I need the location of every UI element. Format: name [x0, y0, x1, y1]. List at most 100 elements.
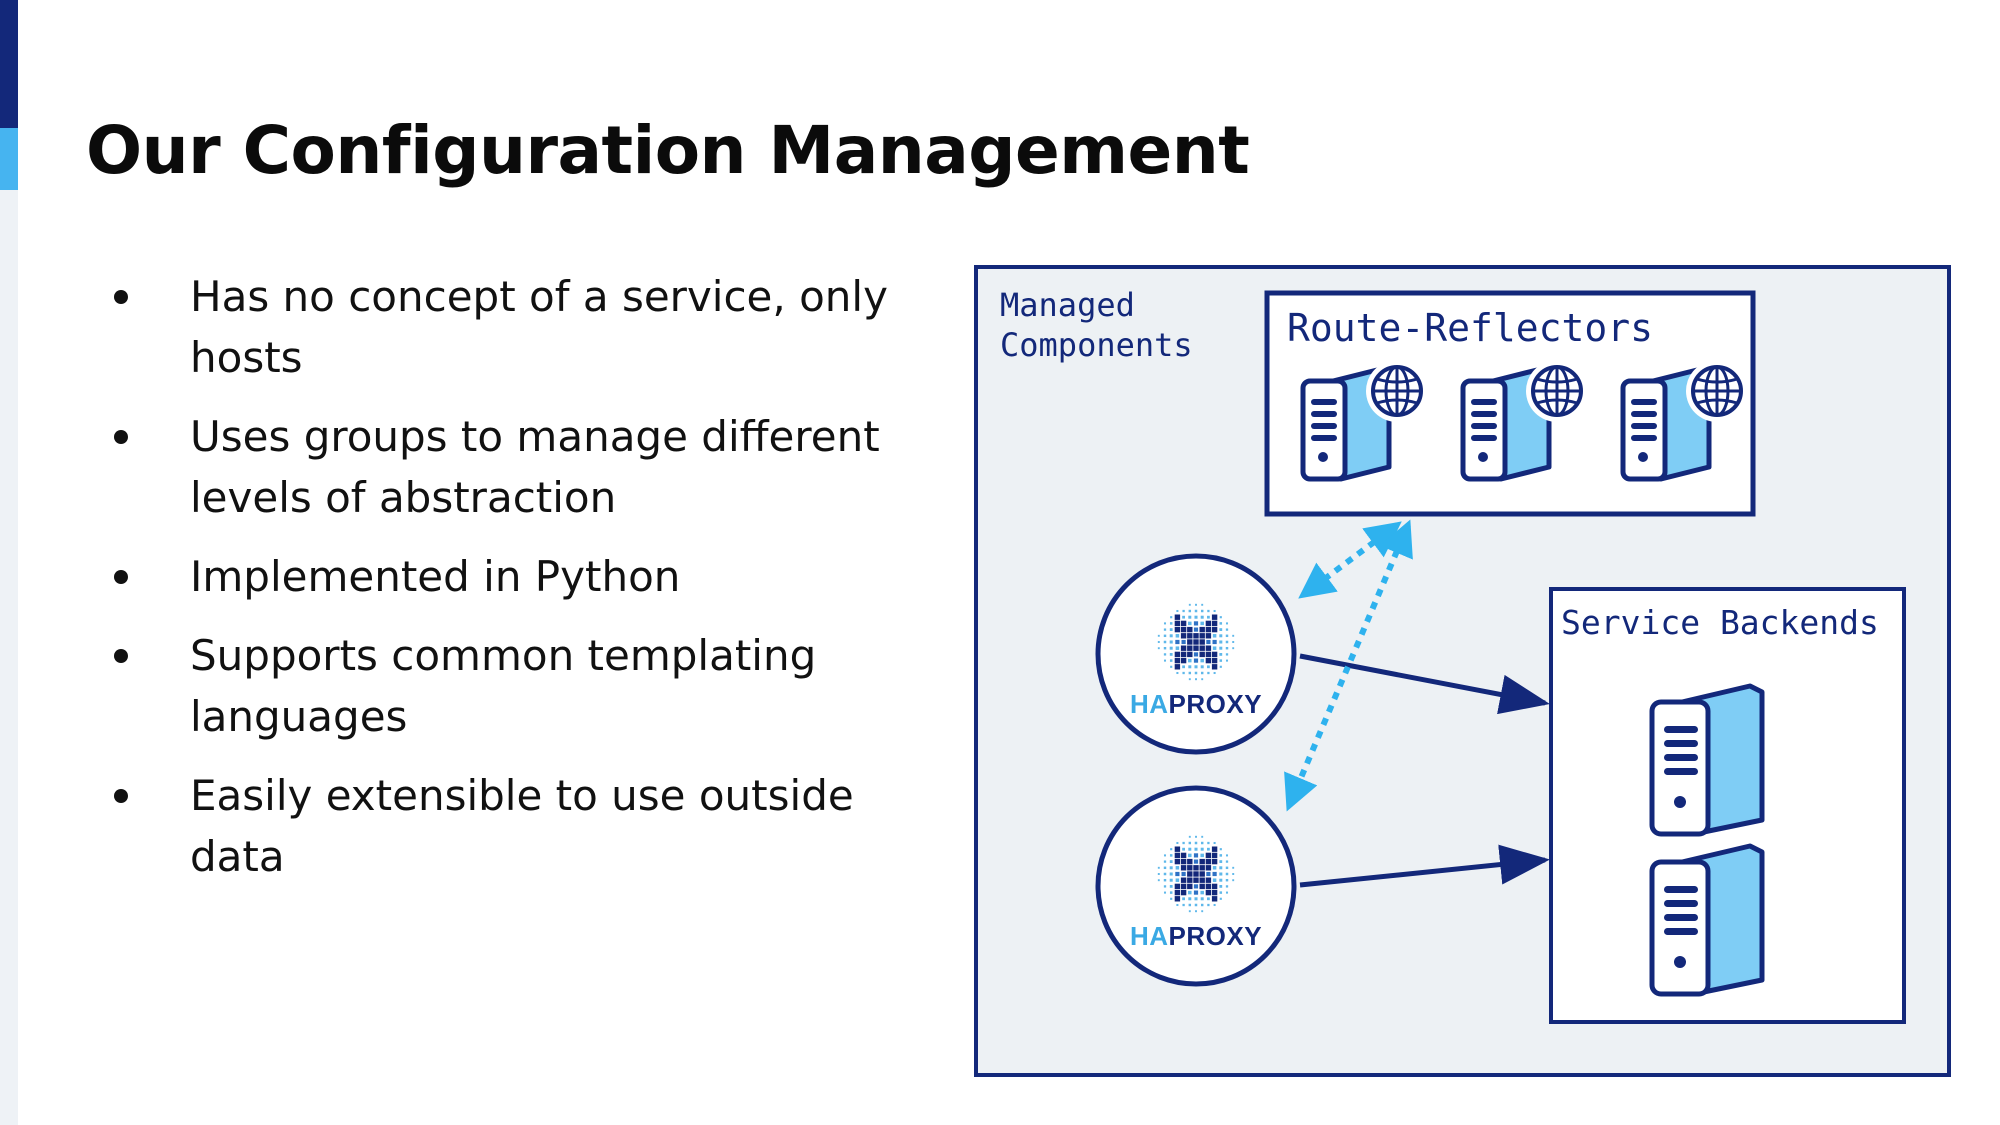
haproxy-logo-dot	[1211, 896, 1218, 902]
haproxy-logo-dot	[1219, 854, 1223, 857]
haproxy-logo-dot	[1199, 883, 1205, 890]
haproxy-logo-dot	[1180, 889, 1187, 896]
haproxy-logo-dot	[1193, 627, 1199, 632]
haproxy-logo-dot	[1193, 859, 1199, 864]
haproxy-logo-dot	[1188, 609, 1192, 613]
haproxy-logo-dot	[1180, 626, 1187, 633]
haproxy-logo-dot	[1225, 854, 1229, 857]
haproxy-logo-dot	[1175, 871, 1180, 877]
bullet-text: Uses groups to manage different levels o…	[190, 412, 880, 522]
haproxy-logo-icon	[1157, 835, 1235, 913]
haproxy-logo-dot	[1174, 664, 1181, 670]
haproxy-logo-dot	[1225, 866, 1229, 870]
service-backends-label: Service Backends	[1561, 603, 1879, 642]
haproxy-logo-dot	[1157, 647, 1160, 650]
haproxy-logo-dot	[1225, 634, 1229, 638]
haproxy-logo-dot	[1188, 890, 1192, 895]
haproxy-logo-dot	[1219, 628, 1223, 631]
haproxy-logo-dot	[1219, 659, 1223, 662]
haproxy-logo-dot	[1219, 616, 1222, 619]
accent-bar-light	[0, 128, 18, 190]
haproxy-logo-dot	[1211, 858, 1218, 865]
haproxy-logo-dot	[1169, 872, 1173, 876]
haproxy-logo-icon	[1157, 603, 1235, 681]
haproxy-logo-dot	[1175, 878, 1180, 882]
haproxy-logo-dot	[1200, 841, 1204, 845]
backend-server-2	[1652, 846, 1762, 994]
haproxy-wordmark-prefix: HA	[1130, 689, 1169, 719]
haproxy-logo-dot	[1219, 878, 1223, 882]
haproxy-logo-dot	[1188, 615, 1192, 619]
haproxy-logo-dot	[1200, 890, 1204, 895]
haproxy-wordmark: HAPROXY	[1130, 689, 1262, 719]
bullet-item: Implemented in Python	[110, 546, 910, 607]
haproxy-logo-dot	[1205, 657, 1212, 664]
haproxy-logo-dot	[1163, 628, 1167, 631]
bullet-item: Uses groups to manage different levels o…	[110, 406, 910, 528]
haproxy-logo-dot	[1201, 910, 1204, 913]
haproxy-logo-dot	[1232, 873, 1235, 875]
haproxy-logo-dot	[1180, 657, 1187, 664]
haproxy-logo-dot	[1163, 646, 1167, 650]
haproxy-logo-dot	[1199, 645, 1205, 651]
haproxy-logo-dot	[1175, 866, 1180, 870]
haproxy2-to-backends-arrow	[1299, 844, 1550, 888]
haproxy-logo-dot	[1193, 890, 1199, 895]
haproxy-logo-dot	[1213, 671, 1216, 675]
haproxy-logo-dot	[1206, 871, 1211, 877]
haproxy-logo-dot	[1182, 615, 1185, 619]
haproxy-logo-dot	[1225, 622, 1229, 625]
haproxy-logo-dot	[1174, 657, 1181, 664]
haproxy-logo-dot	[1157, 634, 1160, 637]
haproxy-logo-dot	[1199, 633, 1205, 639]
haproxy-logo-dot	[1194, 841, 1198, 845]
haproxy-logo-dot	[1195, 603, 1197, 606]
haproxy-logo-dot	[1200, 671, 1204, 675]
globe-icon	[1524, 358, 1590, 424]
bullet-text: Easily extensible to use outside data	[190, 771, 854, 881]
haproxy-logo-dot	[1213, 841, 1216, 845]
globe-icon	[1364, 358, 1430, 424]
haproxy-logo-dot	[1180, 883, 1187, 890]
haproxy-logo-dot	[1200, 609, 1204, 613]
haproxy-logo-dot	[1194, 671, 1198, 675]
haproxy-logo-dot	[1206, 639, 1211, 645]
haproxy-logo-dot	[1225, 653, 1229, 656]
haproxy-logo-dot	[1232, 879, 1235, 882]
haproxy-logo-dot	[1207, 903, 1210, 907]
haproxy-logo-dot	[1193, 865, 1199, 871]
haproxy-logo-dot	[1225, 878, 1229, 882]
haproxy-logo-dot	[1194, 665, 1198, 669]
haproxy-logo-dot	[1180, 651, 1187, 658]
haproxy-logo-dot	[1157, 641, 1160, 643]
haproxy-logo-dot	[1193, 853, 1199, 858]
haproxy-logo-dot	[1225, 891, 1229, 894]
haproxy-logo-dot	[1175, 634, 1180, 638]
haproxy-logo-dot	[1174, 626, 1181, 633]
haproxy-logo-dot	[1219, 872, 1223, 876]
haproxy-logo-dot	[1225, 628, 1229, 631]
haproxy-logo-dot	[1213, 609, 1216, 613]
haproxy-logo-dot	[1169, 878, 1173, 882]
haproxy-logo-dot	[1181, 871, 1186, 877]
haproxy-logo-dot	[1193, 639, 1199, 645]
haproxy-logo-dot	[1211, 889, 1218, 896]
bullet-item: Has no concept of a service, only hosts	[110, 266, 910, 388]
haproxy-logo-dot	[1205, 889, 1212, 896]
backend-server-1	[1652, 686, 1762, 834]
haproxy-logo-dot	[1182, 671, 1185, 675]
haproxy-logo-dot	[1187, 858, 1193, 865]
haproxy-logo-dot	[1170, 665, 1173, 668]
haproxy-logo-dot	[1205, 877, 1212, 883]
haproxy-wordmark-suffix: PROXY	[1169, 921, 1263, 951]
haproxy-logo-dot	[1188, 603, 1191, 606]
haproxy-logo-dot	[1188, 665, 1192, 669]
haproxy-logo-dot	[1187, 865, 1193, 871]
haproxy-logo-dot	[1205, 620, 1212, 627]
haproxy-logo-dot	[1175, 646, 1180, 650]
haproxy-logo-dot	[1187, 645, 1193, 651]
haproxy-logo-dot	[1193, 621, 1199, 626]
haproxy-logo-dot	[1219, 665, 1222, 668]
haproxy-logo-dot	[1182, 903, 1185, 907]
